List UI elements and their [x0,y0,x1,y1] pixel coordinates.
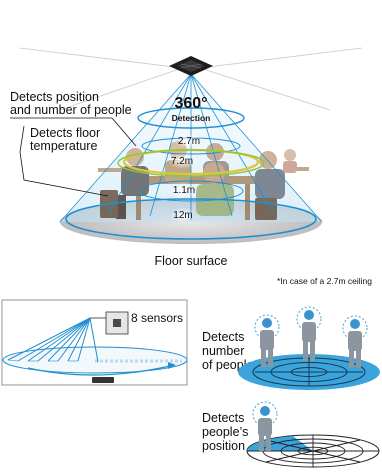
ring-label-2-7m: 2.7m [178,136,200,147]
person-figure [342,315,368,368]
detection-rings [65,107,317,240]
label-pos-line1: Detects [202,411,244,425]
angle-caption: Detection [172,113,211,123]
ring-label-12m: 12m [173,210,192,221]
label-pos-line2: people’s [202,425,248,439]
label-number-line1: Detects [202,330,244,344]
angle-value: 360° [174,95,207,112]
sensors-label: 8 sensors [131,311,183,325]
label-floor-temp-line2: temperature [30,139,97,153]
person-figure [254,314,280,367]
ceiling-scene: 360° Detection 2.7m 7.2m 1.1m 12m Detect… [10,47,372,286]
people-number-panel: Detects number of people [202,306,380,390]
person-figure [252,401,278,451]
ceiling-footnote: *In case of a 2.7m ceiling [277,276,372,286]
label-floor-temp-line1: Detects floor [30,126,100,140]
ring-label-7-2m: 7.2m [171,156,193,167]
floor-surface-label: Floor surface [155,254,228,268]
label-number-line2: number [202,344,244,358]
label-position-line2: and number of people [10,103,132,117]
ring-label-1-1m: 1.1m [173,185,195,196]
label-position-line1: Detects position [10,90,99,104]
label-pos-line3: position [202,439,245,453]
sensors-panel: 8 sensors [1,299,188,386]
person-figure [296,306,322,361]
cone-edges [59,73,323,223]
ceiling-lines [19,47,363,111]
ceiling-sensor-unit [169,56,213,76]
people-position-panel: Detects people’s position [202,401,380,468]
